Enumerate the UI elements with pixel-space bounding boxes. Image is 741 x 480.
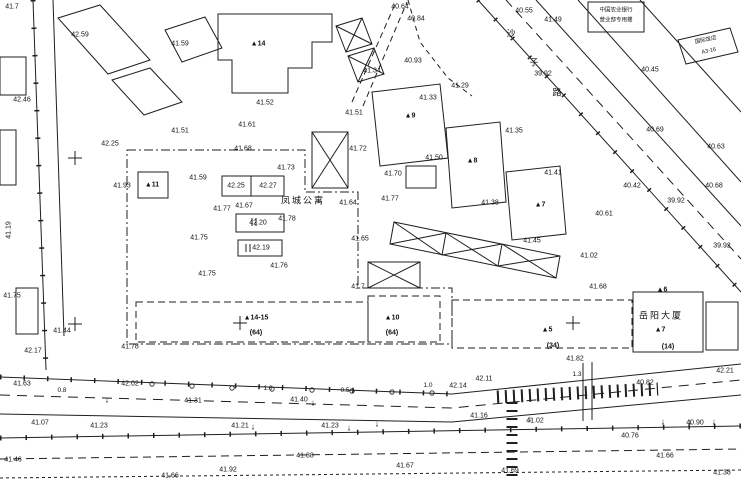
main-road-tick-row <box>0 374 453 397</box>
building-layer <box>0 1 739 353</box>
building-11-outline <box>137 171 169 199</box>
tree-symbol <box>149 381 155 387</box>
left-road-west-edge <box>32 0 47 371</box>
survey-cross-marker <box>566 316 580 330</box>
survey-cross-marker <box>68 317 82 331</box>
left-edge-building-1 <box>0 56 27 96</box>
hatched-kiosk-2-diagonals <box>347 47 385 83</box>
diagonal-road-west-edge <box>477 0 741 293</box>
diagonal-road-centerline <box>505 0 741 260</box>
left-road-east-edge <box>52 0 65 337</box>
courtyard-building-pair <box>221 175 285 197</box>
tree-symbol <box>229 385 235 391</box>
glass-corridor-dividers <box>441 232 503 267</box>
diagonal-road-east-edge <box>535 0 741 227</box>
yueyang-tower-outline <box>632 291 704 353</box>
tree-symbol <box>349 388 355 394</box>
central-hatched-building-diagonals <box>311 131 349 189</box>
courtyard-building-4219 <box>237 239 283 257</box>
construction-path-dash-1 <box>351 1 397 103</box>
small-hatched-building <box>367 261 421 289</box>
slanted-building-1 <box>57 4 151 75</box>
building-8-outline <box>445 121 507 209</box>
central-hatched-building <box>311 131 349 189</box>
bank-building-outline <box>587 1 645 33</box>
south-road-edge-dash <box>0 469 741 479</box>
tree-symbol <box>189 383 195 389</box>
building-5-outline <box>451 299 633 349</box>
hotel-building-outline <box>677 27 739 65</box>
slanted-building-2 <box>111 67 183 116</box>
building-14-15-outline <box>135 301 369 343</box>
courtyard-building-4220 <box>235 213 285 233</box>
yueyang-annex-outline <box>705 301 739 351</box>
step-mark-2 <box>245 244 251 252</box>
left-edge-building-2 <box>0 129 17 186</box>
building-7-outline <box>505 165 567 241</box>
diagonal-frontage-line <box>639 0 741 113</box>
glass-corridor-diagonals <box>389 221 561 279</box>
building-9-annex <box>405 165 437 189</box>
tree-symbol <box>269 386 275 392</box>
small-hatched-building-diagonals <box>367 261 421 289</box>
tree-symbol <box>309 387 315 393</box>
hatched-kiosk-1-diagonals <box>335 17 373 53</box>
building-10-outline <box>367 295 441 343</box>
survey-cross-layer <box>68 151 580 331</box>
diagonal-sidewalk-edge <box>577 0 741 183</box>
survey-cross-marker <box>233 316 247 330</box>
south-road-north-edge <box>0 425 741 439</box>
main-road-north-edge <box>0 363 741 395</box>
left-edge-building-3 <box>15 287 39 335</box>
step-mark-1 <box>251 218 257 226</box>
construction-boundary-dash <box>407 0 473 97</box>
construction-path-dash-2 <box>362 1 408 107</box>
tree-symbol <box>429 390 435 396</box>
main-road-centerline <box>0 379 741 409</box>
south-road-centerline <box>0 448 741 460</box>
building-9-outline <box>371 83 449 167</box>
glass-corridor-band <box>389 221 561 279</box>
compound-boundary <box>126 149 453 345</box>
tree-layer <box>149 381 435 396</box>
slanted-building-3 <box>164 16 223 63</box>
crosswalk-strip-horizontal <box>496 382 659 404</box>
main-road-south-edge <box>0 394 741 423</box>
tree-symbol <box>389 389 395 395</box>
survey-cross-marker <box>68 151 82 165</box>
stepped-building-outline <box>217 13 333 94</box>
